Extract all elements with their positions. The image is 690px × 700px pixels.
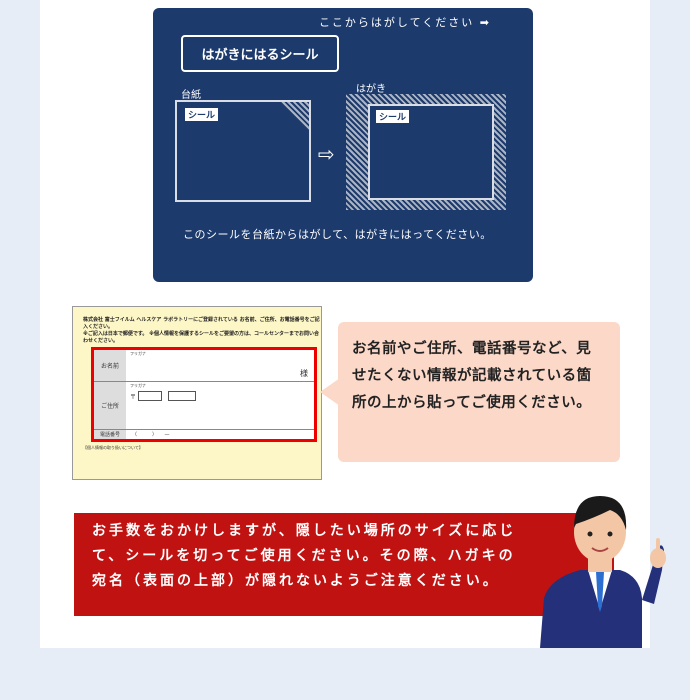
furigana: フリガナ	[130, 383, 146, 388]
privacy-note: 【個人情報の取り扱いについて】	[83, 445, 143, 450]
phone-label: 電話番号	[94, 430, 126, 439]
notice-box: お手数をおかけしますが、隠したい場所のサイズに応じて、シールを切ってご使用くださ…	[74, 513, 614, 616]
form-note: ※ご記入は日本で郵便です。	[83, 331, 148, 337]
phone-row: 電話番号 （ ） —	[94, 430, 314, 439]
postcard-form-image: 株式会社 富士フイルム ヘルスケア ラボラトリーにご登録されている お名前、ご住…	[72, 306, 322, 480]
arrow-right-icon: ⇨	[318, 142, 335, 166]
peel-hint: ここからはがしてください ➡	[318, 16, 491, 29]
daishi-sheet: シール	[175, 100, 311, 202]
furigana: フリガナ	[130, 351, 146, 356]
highlight-box: お名前フリガナ様 ご住所フリガナ〒 電話番号（ ） —	[91, 347, 317, 442]
seal-instruction-card: ここからはがしてください ➡ はがきにはるシール 台紙 シール ⇨ はがき シー…	[153, 8, 533, 282]
form-note: ※個人情報を保護するシールをご要望の方は、コールセンターまでお問い合わせください…	[83, 331, 319, 344]
sama: 様	[300, 369, 308, 378]
seal-tag: シール	[185, 108, 219, 121]
hagaki-label: はがき	[356, 84, 386, 95]
postal-mark: 〒	[130, 394, 137, 401]
name-label: お名前	[94, 350, 126, 381]
card-title: はがきにはるシール	[181, 35, 339, 72]
daishi-label: 台紙	[181, 90, 201, 101]
seal-tag: シール	[376, 110, 410, 123]
name-row: お名前フリガナ様	[94, 350, 314, 382]
peeling-corner-icon	[281, 102, 309, 130]
businessman-illustration	[540, 496, 666, 648]
address-label: ご住所	[94, 382, 126, 429]
hagaki-sheet: シール	[346, 94, 506, 210]
form-header: 株式会社 富士フイルム ヘルスケア ラボラトリーにご登録されている お名前、ご住…	[83, 317, 320, 330]
card-instruction: このシールを台紙からはがして、はがきにはってください。	[183, 228, 492, 241]
phone-format: （ ） —	[132, 432, 170, 438]
speech-bubble: お名前やご住所、電話番号など、見せたくない情報が記載されている箇所の上から貼って…	[338, 322, 620, 462]
bubble-tail	[320, 378, 340, 406]
notice-text: お手数をおかけしますが、隠したい場所のサイズに応じて、シールを切ってご使用くださ…	[92, 523, 517, 589]
address-row: ご住所フリガナ〒	[94, 382, 314, 430]
